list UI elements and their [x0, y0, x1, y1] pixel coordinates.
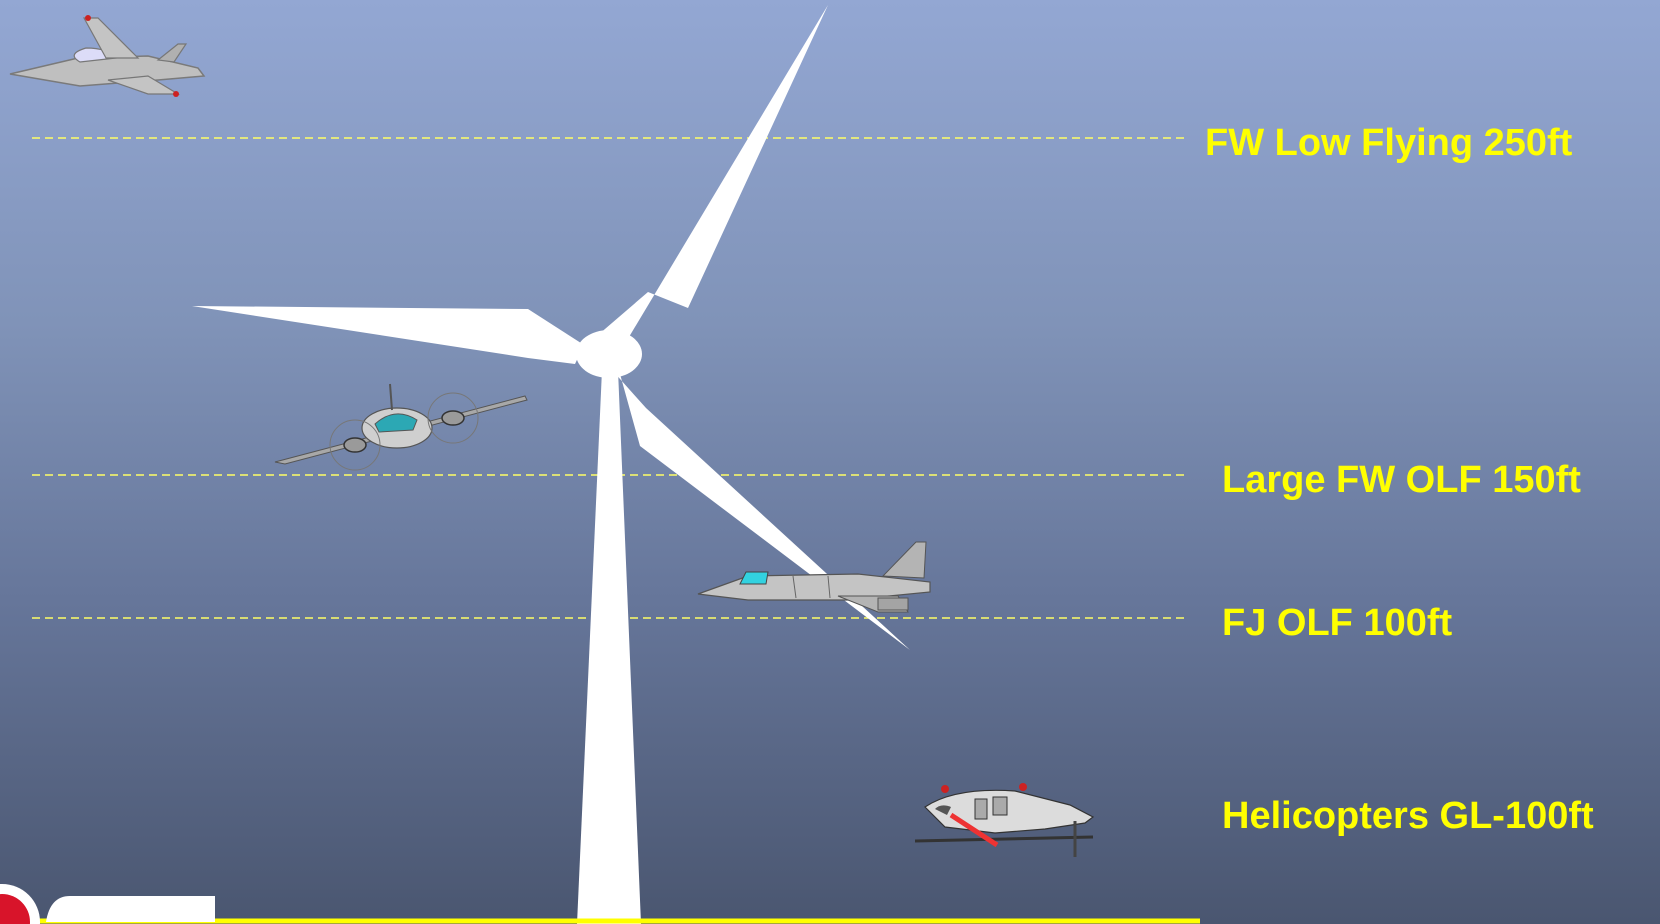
level-label-fj-olf: FJ OLF 100ft [1222, 602, 1453, 644]
turbine-blade-left [192, 306, 584, 364]
twin-prop-aircraft-icon [274, 383, 528, 471]
turbine-tower [577, 370, 641, 924]
turbine-blade-lower [612, 370, 910, 650]
helicopter-icon [914, 783, 1095, 857]
turbine-blade-upper [598, 5, 828, 352]
level-label-fw-low-flying: FW Low Flying 250ft [1205, 122, 1573, 164]
level-label-helicopters: Helicopters GL-100ft [1222, 795, 1594, 837]
fighter-jet-icon [9, 15, 206, 97]
turbine-hub [576, 330, 642, 378]
swing-wing-jet-icon [697, 541, 931, 613]
wind-turbine-icon [192, 5, 910, 924]
level-label-large-fw-olf: Large FW OLF 150ft [1222, 459, 1581, 501]
raf-roundel-icon [0, 884, 215, 924]
